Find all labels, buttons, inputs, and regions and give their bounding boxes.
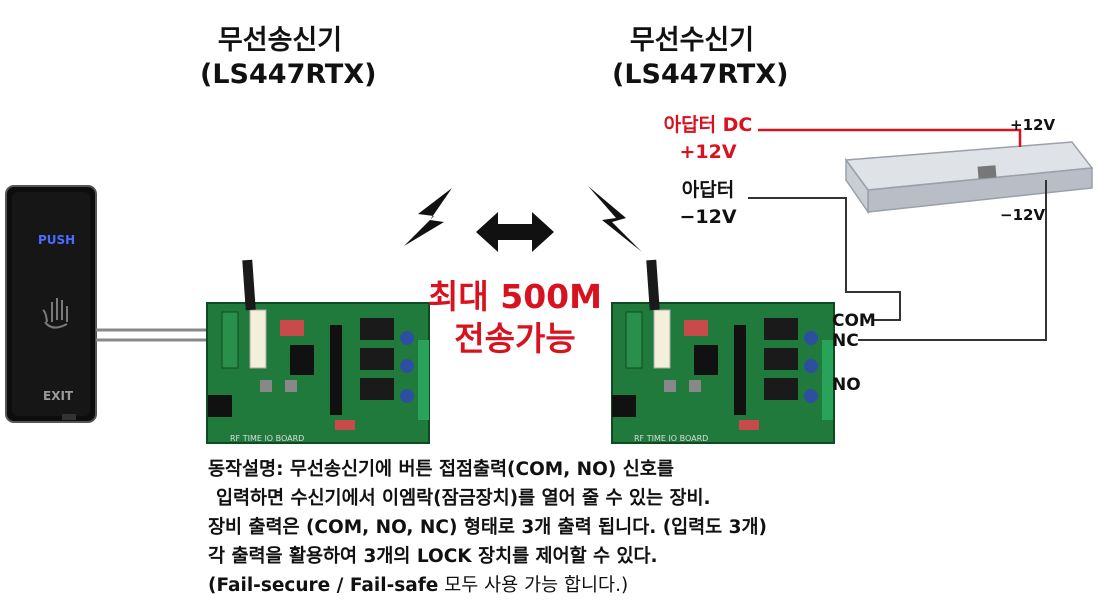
tx-board-silk: RF TIME IO BOARD [230,434,304,443]
em-lock [844,141,1094,215]
receiver-model: (LS447RTX) [612,59,789,90]
adapter-minus-label: 아답터 −12V [668,178,748,229]
transmitter-model: (LS447RTX) [200,59,377,90]
adapter-plus-line1: 아답터 DC [663,114,753,136]
bidirectional-arrow-icon [476,212,554,252]
lock-minus-label: −12V [1000,206,1046,224]
description-line3: 장비 출력은 (COM, NO, NC) 형태로 3개 출력 됩니다. (입력도… [208,517,767,538]
range-label: 최대 500M 전송가능 [425,276,605,360]
wire-lock-nc [858,180,1047,341]
receiver-name: 무선수신기 [629,25,755,56]
adapter-plus-line2: +12V [679,141,737,163]
transmitter-name: 무선송신기 [217,25,343,56]
wire-minus12v-com [748,197,901,321]
operation-description: 동작설명: 무선송신기에 버튼 접점출력(COM, NO) 신호를 입력하면 수… [208,455,767,600]
lightning-icon-left [404,188,452,246]
description-line5-plain: 모두 사용 가능 합니다.) [438,575,629,596]
terminal-no: NO [832,375,861,395]
terminal-nc: NC [832,331,859,351]
hand-icon [42,298,68,329]
lightning-icon-right [588,186,642,252]
adapter-minus-line2: −12V [679,206,737,228]
description-line1: 동작설명: 무선송신기에 버튼 접점출력(COM, NO) 신호를 [208,459,674,480]
description-line4: 각 출력을 활용하여 3개의 LOCK 장치를 제어할 수 있다. [208,546,658,567]
lock-plus-label: +12V [1010,116,1056,134]
wire-plus12v [758,128,1022,147]
description-line5: (Fail-secure / Fail-safe 모두 사용 가능 합니다.) [208,571,767,600]
exit-label: EXIT [43,389,74,403]
range-line2: 전송가능 [454,319,576,358]
rx-board-silk: RF TIME IO BOARD [634,434,708,443]
description-line5-bold: (Fail-secure / Fail-safe [208,575,439,596]
exit-button [5,185,97,423]
description-line2: 입력하면 수신기에서 이엠락(잠금장치)를 열어 줄 수 있는 장비. [216,488,711,509]
adapter-plus-label: 아답터 DC +12V [650,113,766,164]
adapter-minus-line1: 아답터 [681,179,735,201]
transmitter-board: RF TIME IO BOARD [206,259,430,444]
receiver-board: RF TIME IO BOARD [611,259,835,444]
transmitter-title: 무선송신기 (LS447RTX) [200,24,377,92]
terminal-com: COM [832,311,876,331]
range-line1: 최대 500M [428,277,602,316]
receiver-title: 무선수신기 (LS447RTX) [612,24,789,92]
push-label: PUSH [38,233,76,247]
